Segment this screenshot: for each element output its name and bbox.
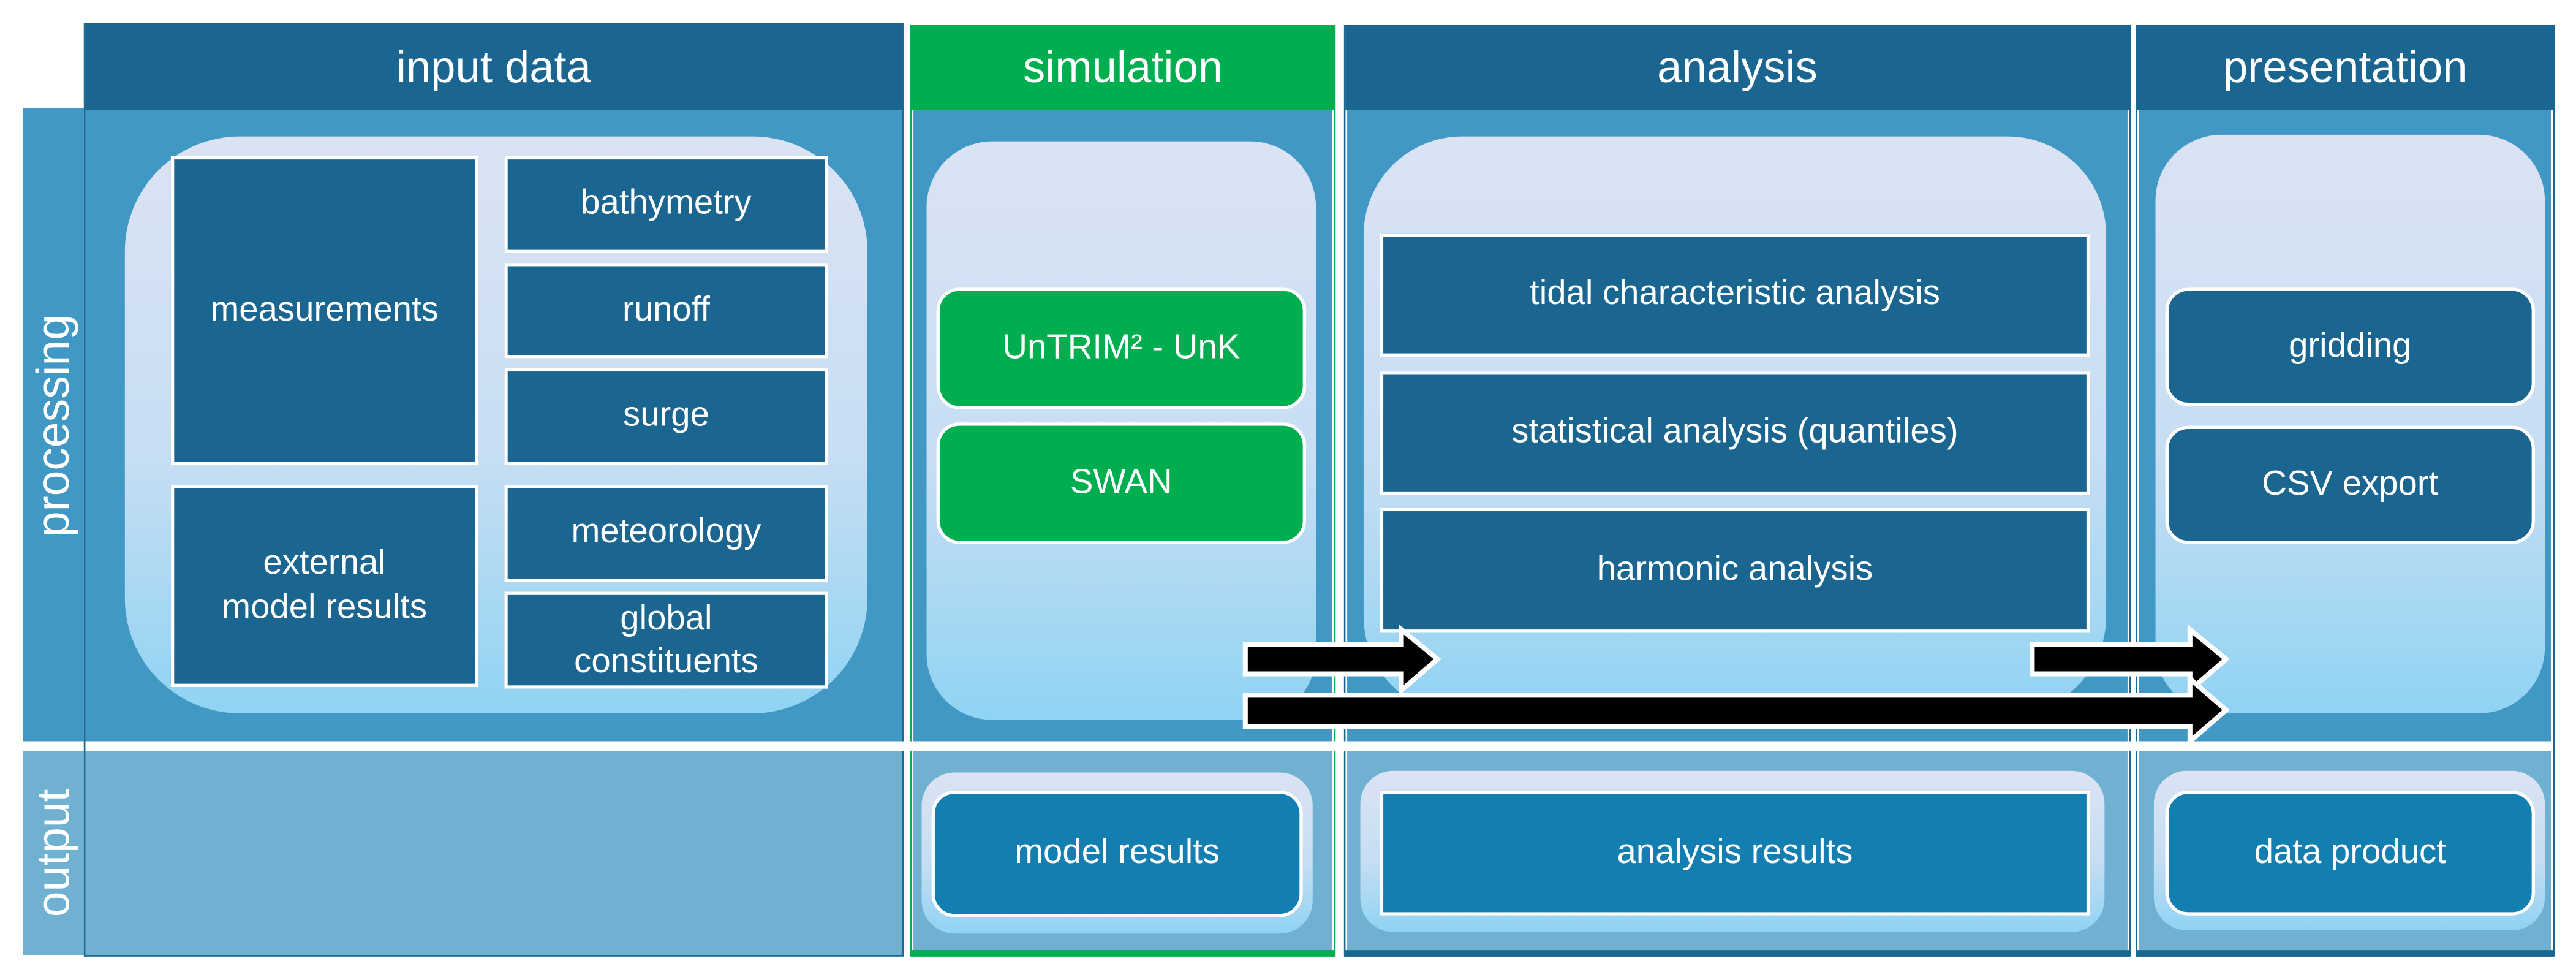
row-label-output: output xyxy=(23,751,84,955)
tidal-characteristic-analysis-box: tidal characteristic analysis xyxy=(1380,233,2090,357)
analysis-results-label: analysis results xyxy=(1617,833,1853,872)
surge-label: surge xyxy=(623,397,709,435)
surge-box: surge xyxy=(504,368,828,465)
presentation-bottom-bar xyxy=(2137,950,2553,957)
arrow-simulation-to-presentation xyxy=(1242,673,2230,747)
harmonic-analysis-box: harmonic analysis xyxy=(1380,507,2090,633)
model-results-box: model results xyxy=(931,790,1303,917)
arrow-analysis-to-presentation xyxy=(2030,624,2230,696)
statistical-analysis-box: statistical analysis (quantiles) xyxy=(1380,371,2090,495)
csv-export-label: CSV export xyxy=(2262,465,2439,503)
presentation-group xyxy=(2155,134,2545,713)
csv-export-box: CSV export xyxy=(2165,425,2536,544)
swan-model-label: SWAN xyxy=(1070,463,1173,501)
global-constituents-label: global constituents xyxy=(574,600,758,680)
untrim-model-label: UnTRIM² - UnK xyxy=(1002,329,1241,367)
column-header-analysis: analysis xyxy=(1345,26,2129,110)
analysis-bottom-bar xyxy=(1345,950,2129,957)
column-title-input-data: input data xyxy=(396,42,591,91)
swan-model-box: SWAN xyxy=(936,422,1307,544)
external-model-results-label: external model results xyxy=(222,544,428,626)
column-header-simulation: simulation xyxy=(912,26,1334,110)
column-header-input-data: input data xyxy=(85,25,902,110)
column-header-presentation: presentation xyxy=(2137,26,2553,110)
data-product-label: data product xyxy=(2254,833,2446,872)
tidal-characteristic-analysis-label: tidal characteristic analysis xyxy=(1530,275,1940,313)
column-gap-1 xyxy=(903,23,910,957)
column-title-analysis: analysis xyxy=(1657,42,1818,93)
arrow-simulation-to-analysis xyxy=(1242,624,1441,696)
row-label-processing: processing xyxy=(23,108,84,742)
harmonic-analysis-label: harmonic analysis xyxy=(1596,550,1873,588)
column-title-simulation: simulation xyxy=(1023,42,1223,93)
bathymetry-label: bathymetry xyxy=(581,184,752,223)
statistical-analysis-label: statistical analysis (quantiles) xyxy=(1511,413,1958,451)
input-output-area xyxy=(85,751,902,955)
model-results-label: model results xyxy=(1014,834,1220,872)
analysis-results-box: analysis results xyxy=(1380,790,2090,916)
runoff-label: runoff xyxy=(622,291,710,329)
data-product-box: data product xyxy=(2165,790,2536,916)
simulation-bottom-bar xyxy=(912,950,1334,957)
meteorology-label: meteorology xyxy=(571,513,761,552)
global-constituents-box: global constituents xyxy=(504,591,828,689)
external-model-results-box: external model results xyxy=(170,485,478,687)
row-separator xyxy=(85,741,2553,751)
column-title-presentation: presentation xyxy=(2223,42,2468,93)
gridding-label: gridding xyxy=(2289,327,2412,365)
gridding-box: gridding xyxy=(2165,287,2536,406)
untrim-model-box: UnTRIM² - UnK xyxy=(936,287,1307,409)
measurements-box: measurements xyxy=(170,156,478,465)
runoff-box: runoff xyxy=(504,263,828,359)
column-input-data xyxy=(83,23,904,957)
measurements-label: measurements xyxy=(210,291,439,329)
column-gap-3 xyxy=(2131,23,2136,957)
bathymetry-box: bathymetry xyxy=(504,156,828,253)
meteorology-box: meteorology xyxy=(504,485,828,582)
